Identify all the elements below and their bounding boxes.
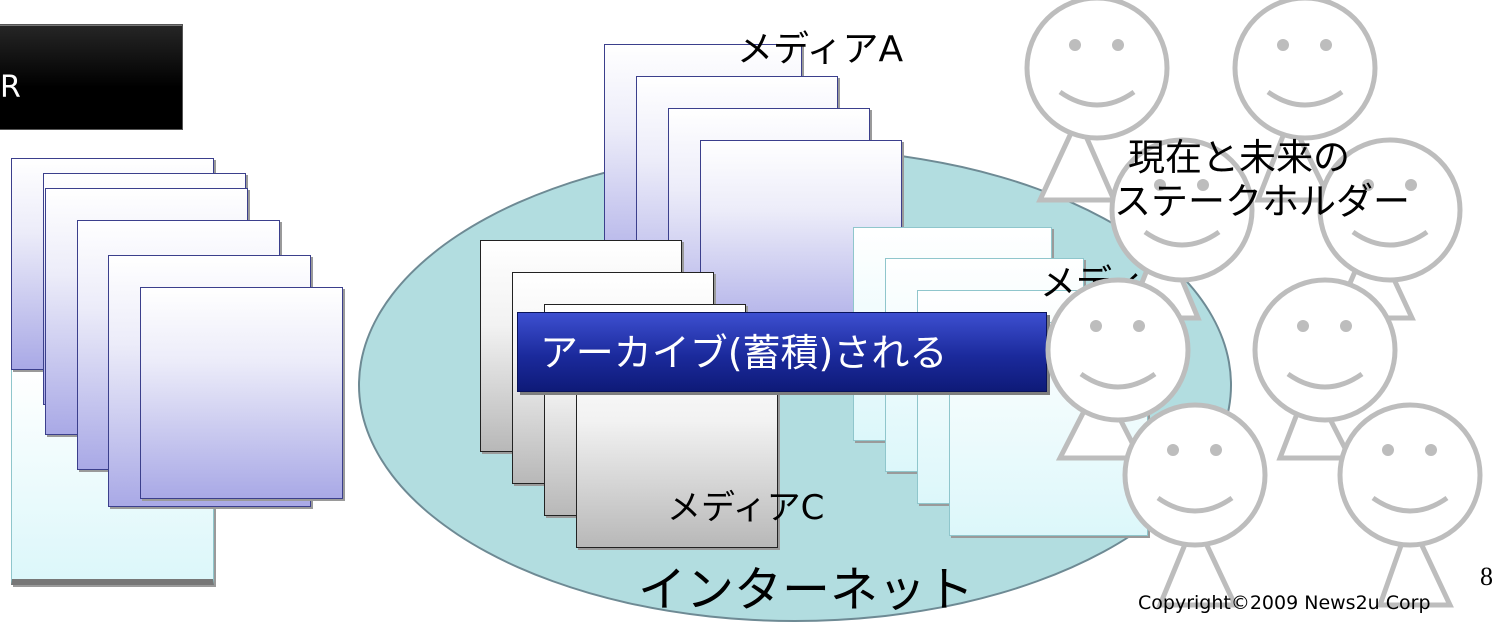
smiley-person-icon: [1337, 402, 1483, 608]
smiley-person-icon: [1122, 402, 1268, 608]
left-doc: [140, 287, 343, 499]
stakeholders-label-line1: 現在と未来の: [1128, 136, 1350, 179]
internet-label: インターネット: [638, 562, 975, 618]
archive-banner: アーカイブ(蓄積)される: [517, 312, 1047, 392]
page-number: 8: [1480, 562, 1493, 591]
pr-label-text: R: [0, 70, 21, 105]
media-c-label: メディアC: [667, 488, 825, 528]
smiley-person-icon: [1045, 277, 1191, 461]
stakeholders-label-line2: ステークホルダー: [1114, 180, 1410, 223]
copyright-text: Copyright©2009 News2u Corp: [1138, 592, 1431, 614]
stakeholder-people-group: [1024, 0, 1483, 608]
smiley-person-icon: [1024, 0, 1170, 203]
pr-label-box: [0, 24, 183, 130]
media-a-label: メディアA: [737, 29, 904, 70]
smiley-person-icon: [1252, 277, 1398, 461]
smiley-person-icon: [1232, 0, 1378, 203]
